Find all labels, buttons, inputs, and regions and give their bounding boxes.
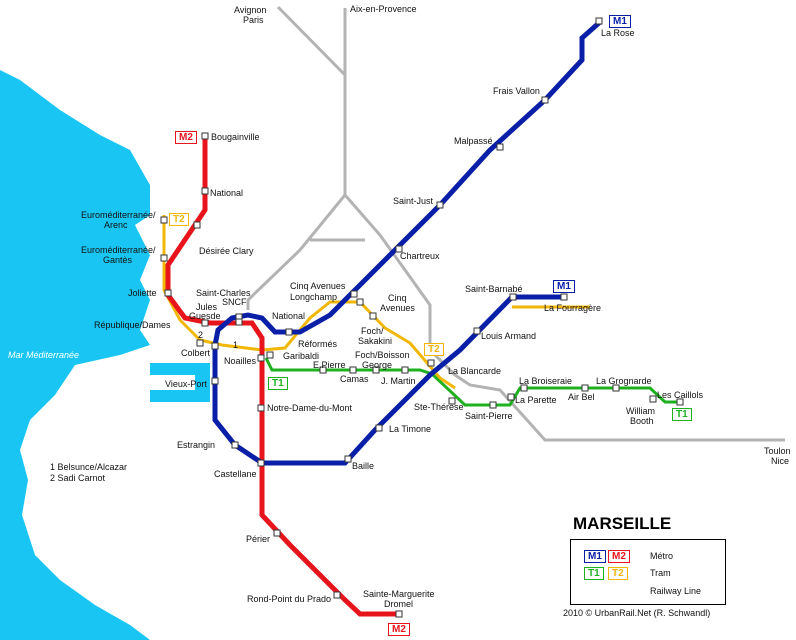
station-la-blancarde: La Blancarde <box>448 366 502 376</box>
rail-dest-avignon: Avignon <box>234 5 267 15</box>
station-ste-therese: Ste-Thérèse <box>414 402 464 412</box>
badge-m1-east: M1 <box>553 280 575 293</box>
legend-m1: M1 <box>584 550 606 563</box>
station-chartreux: Chartreux <box>400 251 440 261</box>
badge-m2-north: M2 <box>175 131 197 144</box>
station-air-bel: Air Bel <box>568 392 595 402</box>
station-foch-sakakini-2: Sakakini <box>358 336 393 346</box>
station-bougainville: Bougainville <box>211 132 260 142</box>
station-notre-dame: Notre-Dame-du-Mont <box>267 403 353 413</box>
station-saint-charles-1: Saint-Charles <box>196 288 251 298</box>
station-foch-boisson-1: Foch/Boisson <box>355 350 410 360</box>
station-jules-guesde-2: Guesde <box>189 311 221 321</box>
station-jules-guesde-1: Jules <box>196 302 218 312</box>
station-malpasse: Malpassé <box>454 136 493 146</box>
station-la-parette: La Parette <box>515 395 557 405</box>
station-baille: Baille <box>352 461 375 471</box>
station-perier: Périer <box>246 534 271 544</box>
station-republique: République/Dames <box>94 320 171 330</box>
station-louis-armand: Louis Armand <box>481 331 537 341</box>
badge-m2-south: M2 <box>388 623 410 636</box>
station-cinq-avenues-2: Longchamp <box>290 292 338 302</box>
station-joliette: Joliette <box>128 288 157 298</box>
station-camas: Camas <box>340 374 369 384</box>
station-william-booth-2: Booth <box>630 416 654 426</box>
station-rond-point: Rond-Point du Prado <box>247 594 332 604</box>
station-j-martin: J. Martin <box>381 376 416 386</box>
stations <box>160 17 684 618</box>
badge-t2-east: T2 <box>424 343 444 356</box>
station-garibaldi: Garibaldi <box>283 351 320 361</box>
station-sainte-marguerite-1: Sainte-Marguerite <box>363 589 435 599</box>
footnote-1: 1 Belsunce/Alcazar <box>50 462 128 472</box>
railway-lines <box>246 5 785 442</box>
station-foch-boisson-2: George <box>362 360 393 370</box>
rail-dest-paris: Paris <box>243 15 264 25</box>
station-saint-barnabe: Saint-Barnabé <box>465 284 523 294</box>
station-e-pierre: E.Pierre <box>313 360 346 370</box>
rail-dest-aix: Aix-en-Provence <box>350 4 417 14</box>
station-castellane: Castellane <box>214 469 257 479</box>
line-m2 <box>165 137 402 617</box>
badge-t1-west: T1 <box>268 377 288 390</box>
station-euromed-arenc-1: Euroméditerranée/ <box>81 210 156 220</box>
station-euromed-arenc-2: Arenc <box>104 220 128 230</box>
station-euromed-gantes-2: Gantès <box>103 255 133 265</box>
sea-area <box>0 70 150 640</box>
legend-t2: T2 <box>608 567 628 580</box>
station-saint-just: Saint-Just <box>393 196 434 206</box>
station-la-grognarde: La Grognarde <box>596 376 652 386</box>
station-la-fourragere: La Fourragère <box>544 303 602 313</box>
station-colbert: Colbert <box>181 348 211 358</box>
station-saint-pierre: Saint-Pierre <box>465 411 513 421</box>
station-frais-vallon: Frais Vallon <box>493 86 540 96</box>
station-desiree-clary: Désirée Clary <box>199 246 254 256</box>
legend: M1 M2 Métro T1 T2 Tram Railway Line <box>570 539 726 605</box>
line-t1 <box>264 357 682 407</box>
legend-tram-label: Tram <box>650 568 671 578</box>
station-national-m1: National <box>272 311 306 321</box>
station-foch-sakakini-1: Foch/ <box>361 326 384 336</box>
legend-rail-label: Railway Line <box>650 586 702 596</box>
station-euromed-gantes-1: Euroméditerranée/ <box>81 245 156 255</box>
station-noailles: Noailles <box>224 356 257 366</box>
station-la-broiseraie: La Broiseraie <box>519 376 573 386</box>
legend-metro-label: Métro <box>650 551 674 561</box>
note-mark-1: 1 <box>233 340 239 350</box>
station-la-timone: La Timone <box>389 424 432 434</box>
rail-dest-toulon: Toulon <box>764 446 791 456</box>
footnote-2: 2 Sadi Carnot <box>50 473 106 483</box>
station-sainte-marguerite-2: Dromel <box>384 599 414 609</box>
station-national-m2: National <box>210 188 244 198</box>
station-la-rose: La Rose <box>601 28 635 38</box>
rail-dest-nice: Nice <box>771 456 790 466</box>
station-reformes: Réformés <box>298 339 338 349</box>
legend-t1: T1 <box>584 567 604 580</box>
station-cinq-avenues-t2-1: Cinq <box>388 293 407 303</box>
station-saint-charles-2: SNCF <box>222 297 247 307</box>
footnotes: 1 Belsunce/Alcazar 2 Sadi Carnot <box>50 462 127 484</box>
badge-t1-east: T1 <box>672 408 692 421</box>
note-mark-2: 2 <box>198 330 204 340</box>
station-william-booth-1: William <box>626 406 655 416</box>
badge-m1-north: M1 <box>609 15 631 28</box>
station-vieux-port: Vieux-Port <box>165 379 207 389</box>
sea-label: Mar Méditerranée <box>8 350 80 360</box>
station-estrangin: Estrangin <box>177 440 216 450</box>
badge-t2-north: T2 <box>169 213 189 226</box>
map-title: MARSEILLE <box>573 514 672 533</box>
credit: 2010 © UrbanRail.Net (R. Schwandl) <box>563 608 711 618</box>
harbour <box>150 363 210 402</box>
legend-m2: M2 <box>608 550 630 563</box>
station-cinq-avenues-1: Cinq Avenues <box>290 281 346 291</box>
station-cinq-avenues-t2-2: Avenues <box>380 303 415 313</box>
station-les-caillols: Les Caillols <box>657 390 704 400</box>
